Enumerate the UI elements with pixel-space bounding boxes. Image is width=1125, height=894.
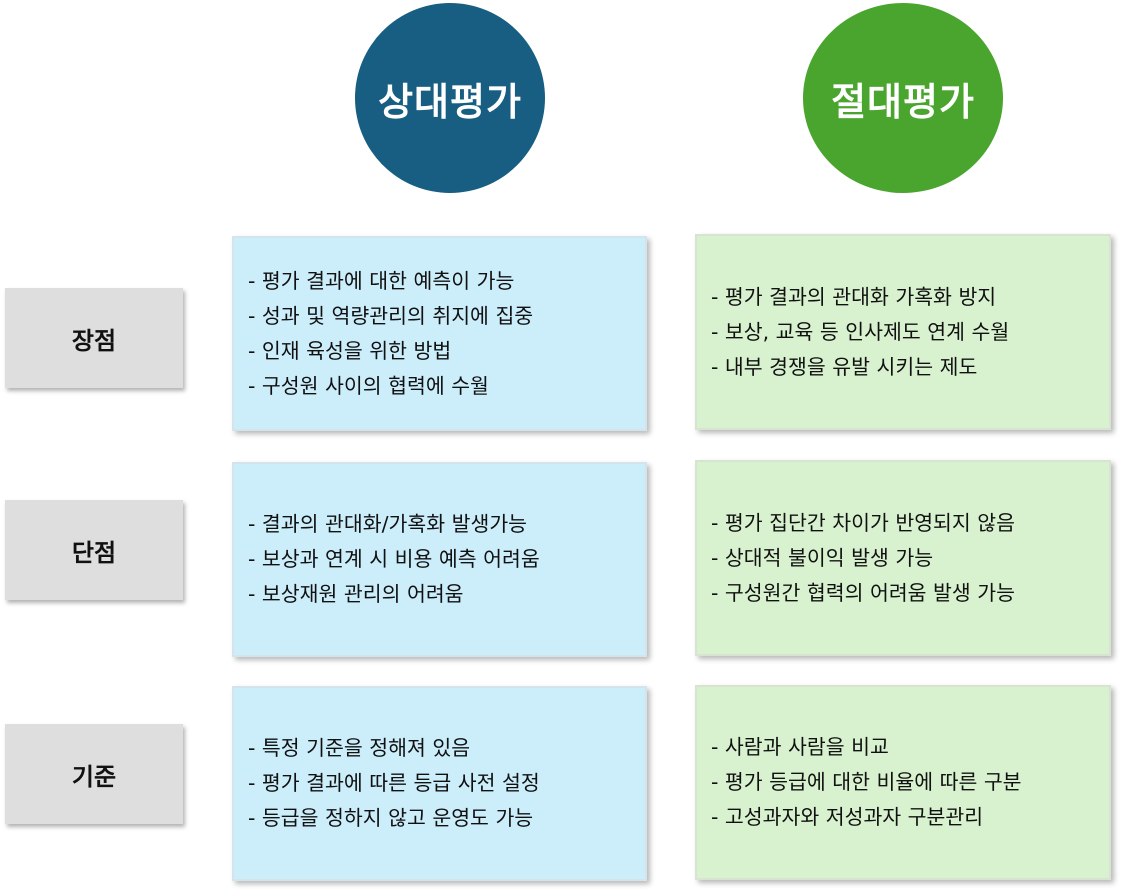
list-item: - 구성원 사이의 협력에 수월 bbox=[248, 373, 489, 398]
list-item: - 등급을 정하지 않고 운영도 가능 bbox=[248, 806, 534, 830]
relative-evaluation-circle: 상대평가 bbox=[355, 3, 545, 193]
row-label-criteria-text: 기준 bbox=[71, 762, 117, 791]
list-item: - 보상재원 관리의 어려움 bbox=[248, 582, 464, 606]
relative-pros-box: - 평가 결과에 대한 예측이 가능 - 성과 및 역량관리의 취지에 집중 -… bbox=[232, 236, 647, 431]
list-item: - 평가 등급에 대한 비율에 따른 구분 bbox=[711, 770, 1022, 794]
relative-cons-box: - 결과의 관대화/가혹화 발생가능 - 보상과 연계 시 비용 예측 어려움 … bbox=[232, 462, 647, 657]
row-label-pros: 장점 bbox=[5, 288, 183, 388]
row-label-criteria: 기준 bbox=[5, 724, 183, 824]
absolute-cons-box: - 평가 집단간 차이가 반영되지 않음 - 상대적 불이익 발생 가능 - 구… bbox=[695, 460, 1111, 656]
list-item: - 평가 결과에 대한 예측이 가능 bbox=[248, 268, 515, 293]
relative-criteria-box: - 특정 기준을 정해져 있음 - 평가 결과에 따른 등급 사전 설정 - 등… bbox=[232, 686, 647, 881]
list-item: - 고성과자와 저성과자 구분관리 bbox=[711, 805, 984, 829]
list-item: - 보상과 연계 시 비용 예측 어려움 bbox=[248, 547, 540, 571]
row-label-pros-text: 장점 bbox=[71, 326, 117, 355]
list-item: - 결과의 관대화/가혹화 발생가능 bbox=[248, 512, 528, 536]
row-label-cons: 단점 bbox=[5, 500, 183, 600]
list-item: - 구성원간 협력의 어려움 발생 가능 bbox=[711, 580, 1016, 605]
absolute-evaluation-title: 절대평가 bbox=[831, 79, 975, 124]
list-item: - 사람과 사람을 비교 bbox=[711, 735, 889, 759]
row-label-cons-text: 단점 bbox=[71, 538, 117, 567]
relative-evaluation-title: 상대평가 bbox=[378, 79, 522, 124]
list-item: - 특정 기준을 정해져 있음 bbox=[248, 736, 471, 760]
absolute-pros-box: - 평가 결과의 관대화 가혹화 방지 - 보상, 교육 등 인사제도 연계 수… bbox=[695, 234, 1111, 430]
list-item: - 보상, 교육 등 인사제도 연계 수월 bbox=[711, 319, 1010, 344]
list-item: - 성과 및 역량관리의 취지에 집중 bbox=[248, 303, 534, 328]
list-item: - 상대적 불이익 발생 가능 bbox=[711, 545, 934, 570]
list-item: - 내부 경쟁을 유발 시키는 제도 bbox=[711, 354, 978, 379]
list-item: - 인재 육성을 위한 방법 bbox=[248, 338, 452, 363]
absolute-criteria-box: - 사람과 사람을 비교 - 평가 등급에 대한 비율에 따른 구분 - 고성과… bbox=[695, 685, 1111, 880]
absolute-evaluation-circle: 절대평가 bbox=[803, 3, 1003, 193]
list-item: - 평가 집단간 차이가 반영되지 않음 bbox=[711, 510, 1016, 535]
list-item: - 평가 결과에 따른 등급 사전 설정 bbox=[248, 771, 540, 795]
list-item: - 평가 결과의 관대화 가혹화 방지 bbox=[711, 284, 997, 309]
